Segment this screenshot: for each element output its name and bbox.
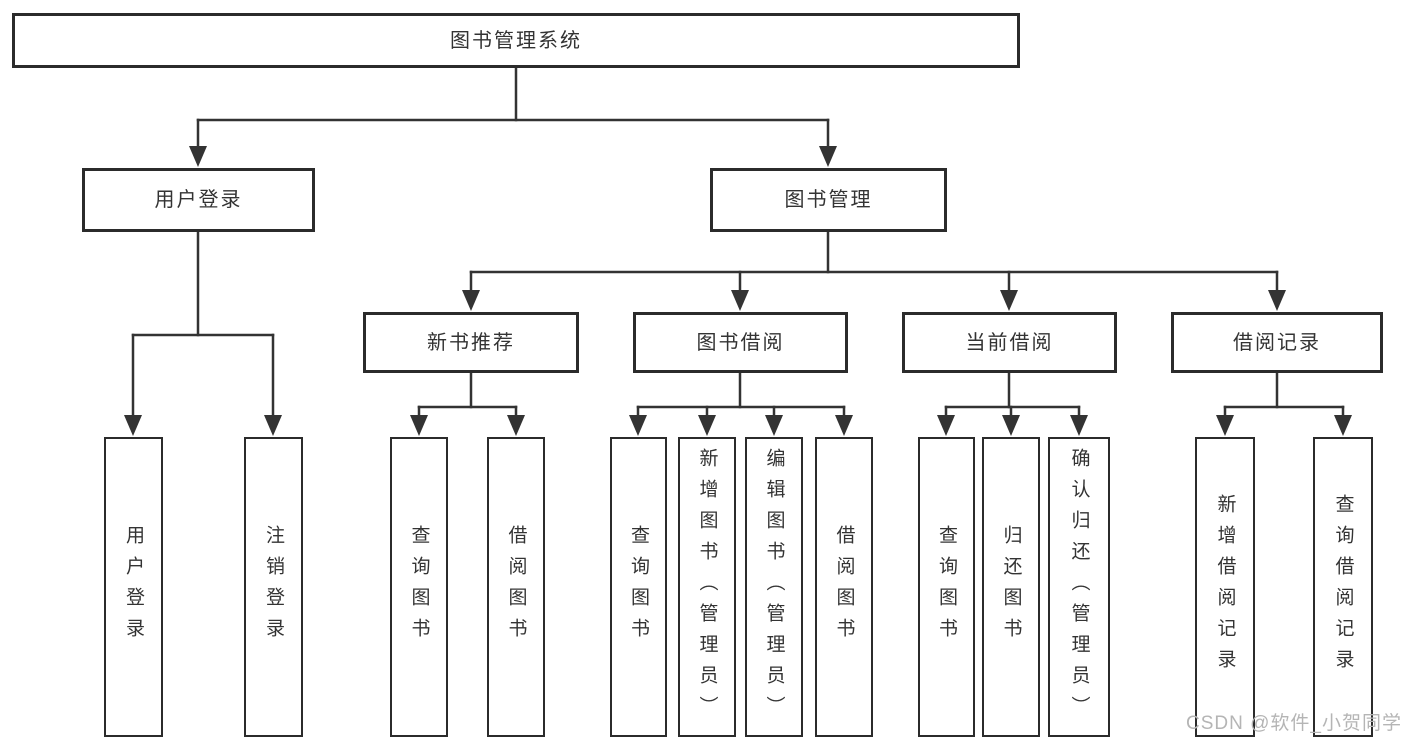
node-current-borrow: 当前借阅 (902, 312, 1117, 373)
leaf-current-query-book: 查询图书 (918, 437, 975, 737)
node-borrow-record: 借阅记录 (1171, 312, 1383, 373)
leaf-add-borrow-record: 新增借阅记录 (1195, 437, 1255, 737)
csdn-watermark: CSDN @软件_小贺同学 (1186, 713, 1402, 734)
node-book-borrow: 图书借阅 (633, 312, 848, 373)
leaf-borrow-book: 借阅图书 (815, 437, 873, 737)
node-root: 图书管理系统 (12, 13, 1020, 68)
leaf-logout: 注销登录 (244, 437, 303, 737)
node-new-book-recommend: 新书推荐 (363, 312, 579, 373)
node-book-management: 图书管理 (710, 168, 947, 232)
leaf-edit-book-admin: 编辑图书（管理员） (745, 437, 803, 737)
leaf-query-borrow-record: 查询借阅记录 (1313, 437, 1373, 737)
leaf-recommend-query-book: 查询图书 (390, 437, 448, 737)
leaf-user-login: 用户登录 (104, 437, 163, 737)
leaf-recommend-borrow-book: 借阅图书 (487, 437, 545, 737)
leaf-add-book-admin: 新增图书（管理员） (678, 437, 736, 737)
node-user-login: 用户登录 (82, 168, 315, 232)
leaf-confirm-return-admin: 确认归还（管理员） (1048, 437, 1110, 737)
leaf-borrow-query-book: 查询图书 (610, 437, 667, 737)
leaf-return-book: 归还图书 (982, 437, 1040, 737)
